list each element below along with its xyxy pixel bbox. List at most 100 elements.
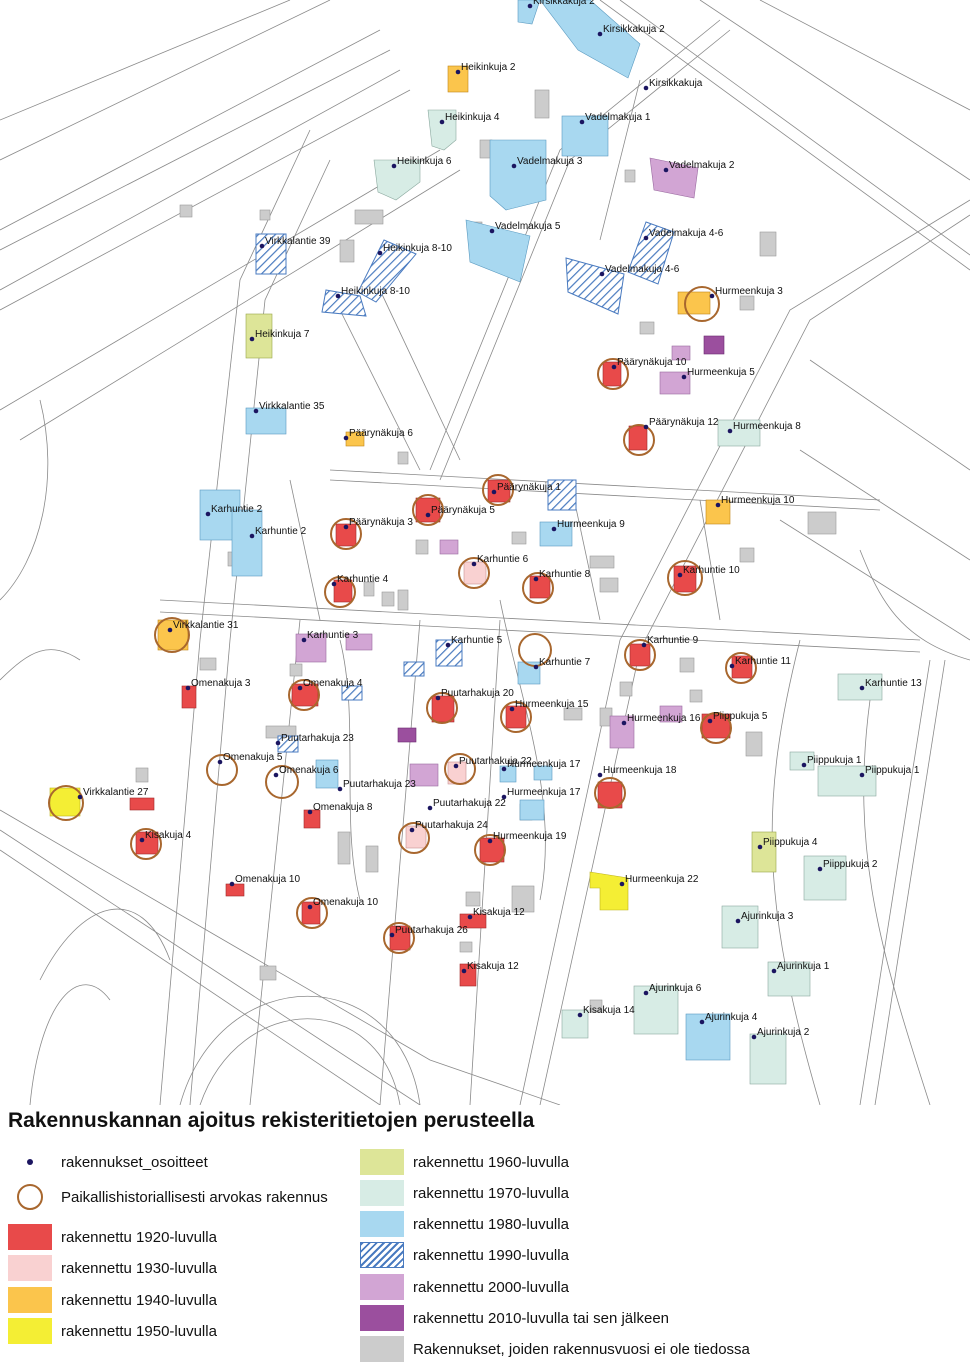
address-dot-icon bbox=[8, 1148, 52, 1176]
heritage-circle-icon bbox=[8, 1183, 52, 1211]
address-dot bbox=[307, 809, 313, 815]
address-dot bbox=[337, 786, 343, 792]
address-label: Heikinkuja 8-10 bbox=[383, 243, 452, 254]
address-dot bbox=[579, 119, 585, 125]
address-label: Heikinkuja 4 bbox=[445, 112, 500, 123]
legend-item-1970s: rakennettu 1970-luvulla bbox=[360, 1179, 569, 1207]
address-dot bbox=[707, 718, 713, 724]
legend-label: rakennettu 1960-luvulla bbox=[413, 1153, 569, 1171]
legend-label: Rakennukset, joiden rakennusvuosi ei ole… bbox=[413, 1340, 750, 1358]
address-label: Hurmeenkuja 15 bbox=[515, 699, 589, 710]
address-label: Piippukuja 1 bbox=[807, 755, 862, 766]
address-dot bbox=[677, 572, 683, 578]
legend-item-1920s: rakennettu 1920-luvulla bbox=[8, 1223, 217, 1251]
legend-swatch bbox=[8, 1224, 52, 1250]
address-label: Heikinkuja 2 bbox=[461, 62, 516, 73]
address-dot bbox=[491, 489, 497, 495]
address-label: Heikinkuja 6 bbox=[397, 156, 452, 167]
buildings-1920s bbox=[129, 361, 753, 987]
address-label: Karhuntie 2 bbox=[255, 526, 307, 537]
address-label: Puutarhakuja 23 bbox=[281, 733, 354, 744]
address-label: Kirsikkakuja bbox=[649, 78, 703, 89]
address-label: Puutarhakuja 24 bbox=[415, 820, 488, 831]
legend-label: rakennettu 1930-luvulla bbox=[61, 1259, 217, 1277]
address-dot bbox=[699, 1019, 705, 1025]
legend-label: Paikallishistoriallisesti arvokas rakenn… bbox=[61, 1188, 328, 1206]
address-label: Kirsikkakuja 2 bbox=[603, 24, 665, 35]
address-label: Puutarhakuja 22 bbox=[459, 756, 532, 767]
address-label: Ajurinkuja 6 bbox=[649, 983, 702, 994]
address-dot bbox=[343, 524, 349, 530]
legend-item-1990s: rakennettu 1990-luvulla bbox=[360, 1241, 569, 1269]
address-label: Hurmeenkuja 19 bbox=[493, 831, 567, 842]
address-label: Kisakuja 14 bbox=[583, 1005, 635, 1016]
address-dot bbox=[771, 968, 777, 974]
address-dot bbox=[301, 637, 307, 643]
legend-title: Rakennuskannan ajoitus rekisteritietojen… bbox=[8, 1109, 535, 1132]
address-label: Puutarhakuja 22 bbox=[433, 798, 506, 809]
address-dot bbox=[597, 772, 603, 778]
address-dot bbox=[643, 235, 649, 241]
address-dot bbox=[715, 502, 721, 508]
address-dot bbox=[445, 642, 451, 648]
legend-swatch bbox=[8, 1287, 52, 1313]
address-label: Päärynäkuja 3 bbox=[349, 517, 413, 528]
address-dot bbox=[461, 968, 467, 974]
address-dot bbox=[343, 435, 349, 441]
address-label: Karhuntie 9 bbox=[647, 635, 699, 646]
buildings-1990s bbox=[255, 221, 675, 753]
address-label: Heikinkuja 7 bbox=[255, 329, 310, 340]
address-dot bbox=[217, 759, 223, 765]
address-label: Vadelmakuja 1 bbox=[585, 112, 651, 123]
address-dot bbox=[709, 293, 715, 299]
address-dot bbox=[681, 374, 687, 380]
legend-label: rakennettu 1940-luvulla bbox=[61, 1291, 217, 1309]
address-dot bbox=[859, 772, 865, 778]
address-dot bbox=[139, 837, 145, 843]
address-label: Karhuntie 11 bbox=[735, 656, 791, 667]
address-label: Hurmeenkuja 9 bbox=[557, 519, 625, 530]
address-dot bbox=[859, 685, 865, 691]
address-dot bbox=[185, 685, 191, 691]
address-label: Karhuntie 5 bbox=[451, 635, 503, 646]
address-label: Piippukuja 4 bbox=[763, 837, 818, 848]
address-dot bbox=[509, 706, 515, 712]
legend-item-1940s: rakennettu 1940-luvulla bbox=[8, 1286, 217, 1314]
address-label: Omenakuja 8 bbox=[313, 802, 373, 813]
legend-item-1980s: rakennettu 1980-luvulla bbox=[360, 1210, 569, 1238]
legend-label: rakennettu 2000-luvulla bbox=[413, 1278, 569, 1296]
address-label: Omenakuja 6 bbox=[279, 765, 339, 776]
address-dot bbox=[439, 119, 445, 125]
address-dot bbox=[533, 664, 539, 670]
address-dot bbox=[663, 167, 669, 173]
address-label: Kisakuja 12 bbox=[467, 961, 519, 972]
address-dot bbox=[597, 31, 603, 37]
address-dot bbox=[643, 990, 649, 996]
address-label: Hurmeenkuja 8 bbox=[733, 421, 801, 432]
address-label: Päärynäkuja 5 bbox=[431, 505, 495, 516]
address-dot bbox=[577, 1012, 583, 1018]
legend-item-unknown-year: Rakennukset, joiden rakennusvuosi ei ole… bbox=[360, 1335, 750, 1363]
address-dot bbox=[331, 581, 337, 587]
address-dot bbox=[249, 533, 255, 539]
address-label: Päärynäkuja 12 bbox=[649, 417, 719, 428]
legend-swatch bbox=[360, 1336, 404, 1362]
address-dot bbox=[275, 740, 281, 746]
address-dot bbox=[467, 914, 473, 920]
legend-swatch bbox=[8, 1318, 52, 1344]
address-label: Omenakuja 4 bbox=[303, 678, 363, 689]
address-dot bbox=[727, 428, 733, 434]
address-label: Hurmeenkuja 16 bbox=[627, 713, 701, 724]
address-label: Vadelmakuja 5 bbox=[495, 221, 561, 232]
address-label: Hurmeenkuja 3 bbox=[715, 286, 783, 297]
address-label: Päärynäkuja 10 bbox=[617, 357, 687, 368]
address-label: Karhuntie 8 bbox=[539, 569, 591, 580]
buildings-unknown-year bbox=[135, 89, 837, 1013]
address-dot bbox=[335, 293, 341, 299]
address-label: Karhuntie 2 bbox=[211, 504, 263, 515]
address-dot bbox=[619, 881, 625, 887]
buildings-1970s bbox=[373, 109, 883, 1085]
address-dot bbox=[527, 3, 533, 9]
address-dot bbox=[471, 561, 477, 567]
